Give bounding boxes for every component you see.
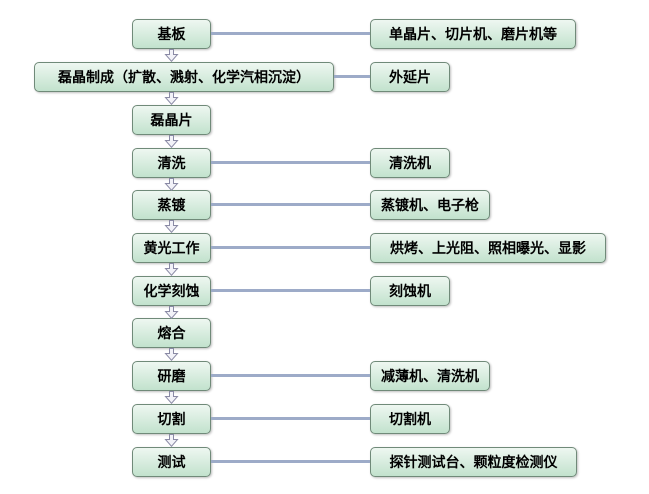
connector-line bbox=[211, 417, 370, 420]
connector-line bbox=[211, 161, 370, 164]
step-box: 蒸镀 bbox=[132, 190, 211, 220]
equipment-box: 减薄机、清洗机 bbox=[370, 361, 490, 391]
down-arrow-icon bbox=[164, 135, 179, 148]
step-box: 测试 bbox=[132, 447, 211, 477]
step-box: 基板 bbox=[132, 19, 211, 49]
step-box: 黄光工作 bbox=[132, 233, 211, 263]
connector-line bbox=[211, 374, 370, 377]
equipment-box: 烘烤、上光阻、照相曝光、显影 bbox=[370, 233, 606, 263]
equipment-box: 刻蚀机 bbox=[370, 276, 450, 306]
step-box: 切割 bbox=[132, 404, 211, 434]
step-box: 研磨 bbox=[132, 361, 211, 391]
down-arrow-icon bbox=[164, 49, 179, 62]
connector-line bbox=[211, 203, 370, 206]
connector-line bbox=[211, 460, 370, 463]
connector-line bbox=[211, 289, 370, 292]
down-arrow-icon bbox=[164, 348, 179, 361]
equipment-box: 外延片 bbox=[370, 62, 450, 92]
step-box: 清洗 bbox=[132, 148, 211, 178]
down-arrow-icon bbox=[164, 178, 179, 191]
step-box: 磊晶片 bbox=[132, 105, 211, 135]
equipment-box: 单晶片、切片机、磨片机等 bbox=[370, 19, 576, 49]
equipment-box: 切割机 bbox=[370, 404, 450, 434]
down-arrow-icon bbox=[164, 92, 179, 105]
equipment-box: 清洗机 bbox=[370, 148, 450, 178]
connector-line bbox=[211, 32, 370, 35]
down-arrow-icon bbox=[164, 263, 179, 276]
down-arrow-icon bbox=[164, 434, 179, 447]
equipment-box: 蒸镀机、电子枪 bbox=[370, 190, 490, 220]
step-box: 化学刻蚀 bbox=[132, 276, 211, 306]
equipment-box: 探针测试台、颗粒度检测仪 bbox=[370, 447, 577, 477]
connector-line bbox=[211, 246, 370, 249]
down-arrow-icon bbox=[164, 306, 179, 319]
down-arrow-icon bbox=[164, 391, 179, 404]
down-arrow-icon bbox=[164, 220, 179, 233]
connector-line bbox=[334, 75, 370, 78]
step-box: 磊晶制成（扩散、溅射、化学汽相沉淀） bbox=[34, 62, 334, 92]
step-box: 熔合 bbox=[132, 318, 211, 348]
